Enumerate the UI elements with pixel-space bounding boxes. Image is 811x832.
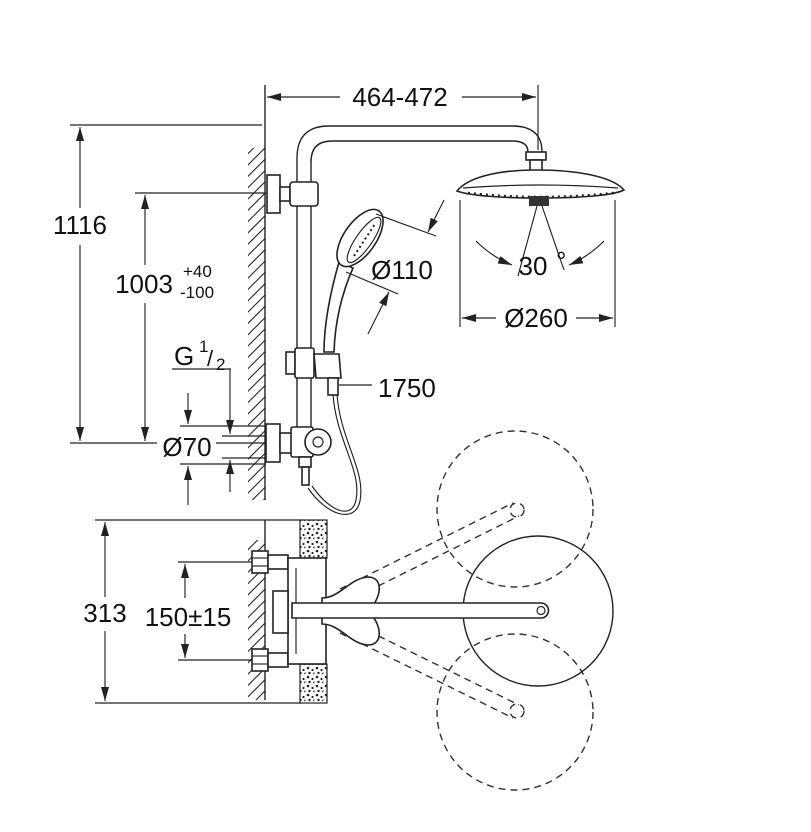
riser-height-dimension: 1003 +40 -100 xyxy=(115,192,268,441)
arm-position-bottom-dashed xyxy=(339,632,514,719)
mixer-knob-cap xyxy=(312,436,324,448)
bracket-clamp xyxy=(289,181,319,207)
arm-projection-dimension: 464-472 xyxy=(267,82,539,150)
spray-angle-dimension: 30 ° xyxy=(475,205,605,281)
arm-position-top-dashed xyxy=(339,502,514,590)
angle-arc-left xyxy=(475,240,513,266)
hose-length-label: 1750 xyxy=(378,373,436,403)
connection-spacing-dimension: 150±15 xyxy=(145,561,262,661)
hex-nut-top xyxy=(251,550,269,574)
arm-end-cap xyxy=(536,605,546,616)
riser-mount-block xyxy=(272,590,289,634)
angle-leg-right xyxy=(541,205,565,271)
angle-leg-left xyxy=(517,205,538,277)
head-rim-line xyxy=(462,184,619,189)
thread-letter: G xyxy=(174,341,194,371)
dimension-arrow xyxy=(367,291,390,335)
total-height-label: 1116 xyxy=(53,210,107,240)
head-dome xyxy=(455,169,626,199)
mixer-knob xyxy=(304,428,332,456)
elevation-view: 464-472 1116 1003 +40 -100 xyxy=(53,82,626,515)
thermostat-mixer-elevation xyxy=(265,423,332,486)
tile-section-bottom xyxy=(299,663,328,704)
swivel-positions xyxy=(339,430,594,791)
hand-shower-holder xyxy=(285,347,342,396)
connection-spacing-label: 150±15 xyxy=(145,602,232,632)
spray-angle-unit: ° xyxy=(556,246,566,276)
shower-arm-plan xyxy=(291,602,550,619)
projection-depth-dimension: 313 xyxy=(83,519,300,704)
hand-shower-diameter-label: Ø110 xyxy=(371,255,433,285)
holder-slider xyxy=(294,347,315,379)
hand-shower-spray-face xyxy=(346,216,382,264)
shower-hose xyxy=(307,393,362,515)
wall-hatch xyxy=(248,148,265,500)
riser-tolerance-upper: +40 xyxy=(183,262,212,281)
angle-arc-right xyxy=(568,240,605,266)
hand-shower xyxy=(323,208,384,353)
arm-projection-label: 464-472 xyxy=(352,82,447,112)
bracket-stem xyxy=(279,186,291,202)
eccentric-top xyxy=(267,554,289,570)
thread-denominator: 2 xyxy=(216,355,225,374)
hose-line xyxy=(311,393,358,512)
plan-view: 313 150±15 xyxy=(83,430,614,791)
bracket-plate xyxy=(266,174,281,214)
projection-depth-label: 313 xyxy=(83,598,126,628)
total-height-dimension: 1116 xyxy=(53,124,266,444)
riser-pipe xyxy=(296,125,543,427)
rosette-diameter-label: Ø70 xyxy=(162,432,211,462)
riser-tolerance-lower: -100 xyxy=(180,283,214,302)
overhead-shower-head xyxy=(455,151,626,206)
riser-pipe-outer xyxy=(296,125,543,427)
extension-line xyxy=(375,213,437,237)
thread-slash: / xyxy=(207,346,214,371)
arm-position-top-dashed xyxy=(345,515,520,603)
tile-section-top xyxy=(299,519,328,559)
arm-end-bottom-dashed xyxy=(509,703,525,719)
head-center-nozzle xyxy=(529,196,549,206)
outlet-hose-nut xyxy=(301,466,310,486)
riser-height-label: 1003 xyxy=(115,269,173,299)
dimension-arrow xyxy=(427,199,445,233)
mixer-outlet xyxy=(298,456,312,468)
head-position-top-dashed xyxy=(436,430,594,588)
spray-angle-label: 30 xyxy=(519,251,548,281)
hand-shower-nozzles xyxy=(353,223,376,257)
hose-line xyxy=(307,393,362,515)
holder-cradle xyxy=(313,353,342,379)
arm-end-top-dashed xyxy=(509,502,525,518)
hose-nut xyxy=(327,377,339,396)
thread-size-dimension: G 1 / 2 xyxy=(172,337,266,492)
head-diameter-label: Ø260 xyxy=(504,303,568,333)
head-diameter-dimension: Ø260 xyxy=(459,200,616,333)
head-connector-nut xyxy=(525,151,547,161)
eccentric-bottom xyxy=(267,652,289,668)
hand-shower-diameter-dimension: Ø110 xyxy=(345,199,445,335)
head-position-bottom-dashed xyxy=(436,633,594,791)
riser-pipe-inner xyxy=(310,140,529,427)
rosette-diameter-dimension: Ø70 xyxy=(162,393,266,505)
hex-nut-bottom xyxy=(251,648,269,672)
hand-shower-handle xyxy=(323,260,355,353)
thread-numerator: 1 xyxy=(199,337,208,356)
arm-position-bottom-dashed xyxy=(345,619,520,706)
holder-stop xyxy=(285,351,296,375)
extension-line xyxy=(345,271,399,295)
hose-length-callout: 1750 xyxy=(339,373,436,403)
wall-bracket-top xyxy=(266,174,319,214)
wall-rosette xyxy=(265,423,281,463)
